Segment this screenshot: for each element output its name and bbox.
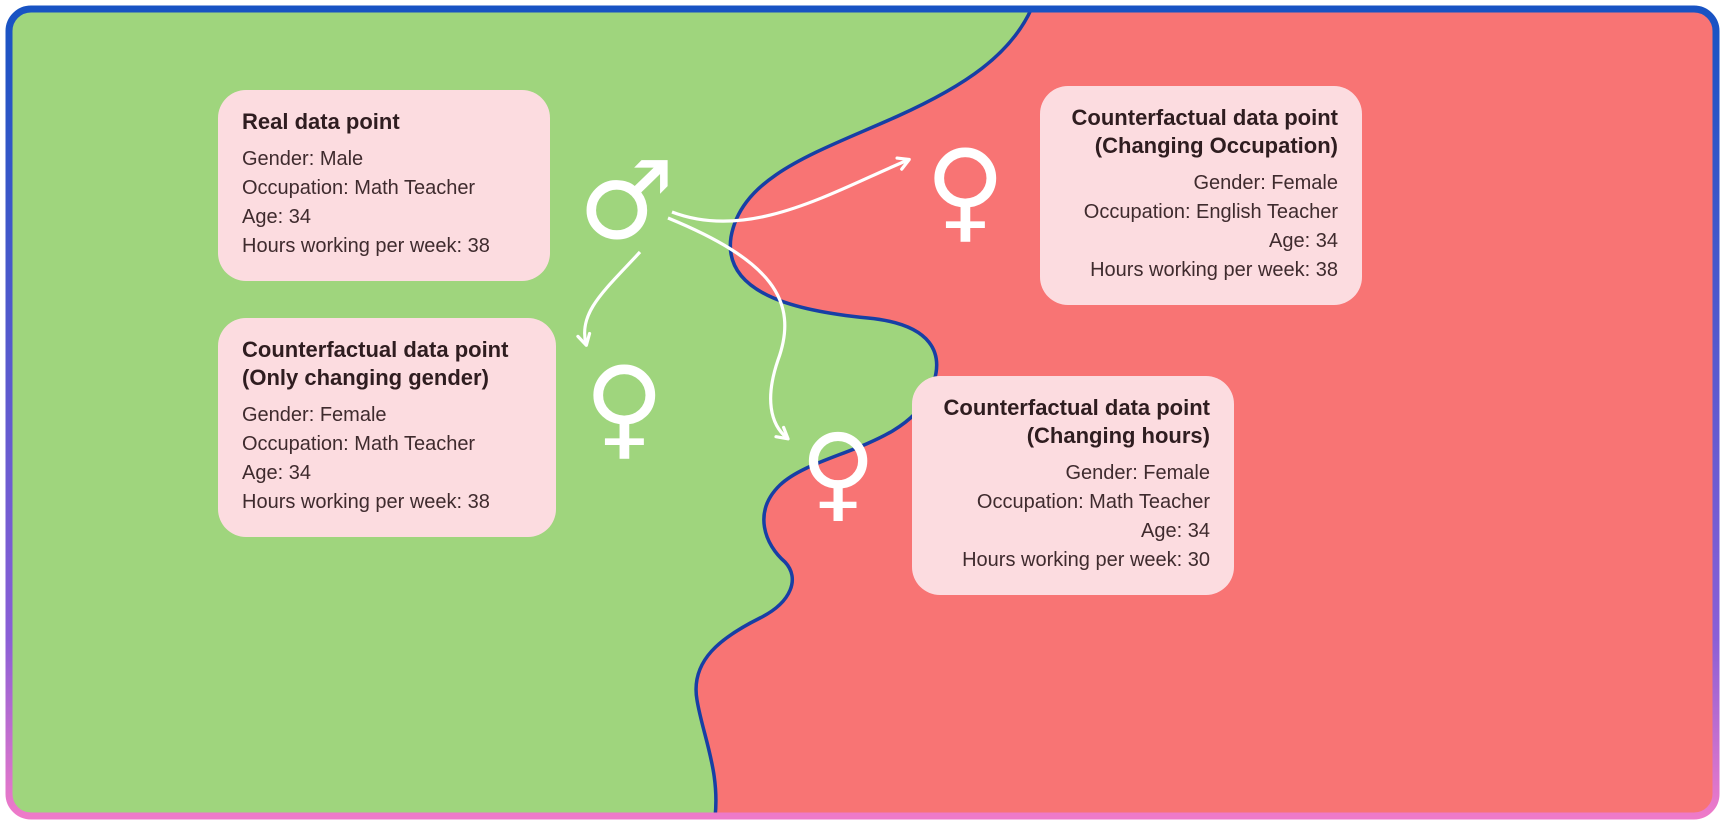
female-icon: ♀	[800, 411, 877, 533]
card-title: Counterfactual data point (Changing hour…	[943, 395, 1210, 449]
card-counterfactual-hours: Counterfactual data point (Changing hour…	[912, 376, 1234, 596]
card-field-occupation: Occupation: Math Teacher	[242, 433, 476, 456]
card-field-age: Age: 34	[242, 206, 311, 229]
card-real-data-point: Real data point Gender: Male Occupation:…	[218, 90, 550, 282]
arrow-to-occupation-counterfactual	[671, 156, 911, 223]
card-field-gender: Gender: Female	[242, 404, 387, 427]
card-field-hours: Hours working per week: 30	[962, 549, 1210, 572]
arrow-to-hours-counterfactual	[667, 216, 790, 441]
card-field-gender: Gender: Male	[242, 148, 364, 171]
female-icon: ♀	[584, 343, 665, 471]
card-field-hours: Hours working per week: 38	[242, 491, 490, 514]
arrow-to-gender-counterfactual	[576, 250, 642, 347]
card-field-occupation: Occupation: Math Teacher	[976, 491, 1210, 514]
card-counterfactual-occupation: Counterfactual data point (Changing Occu…	[1040, 86, 1362, 306]
card-field-hours: Hours working per week: 38	[1090, 259, 1338, 282]
card-field-occupation: Occupation: Math Teacher	[242, 177, 476, 200]
card-title: Counterfactual data point (Changing Occu…	[1071, 105, 1338, 159]
card-field-gender: Gender: Female	[1193, 172, 1338, 195]
card-field-occupation: Occupation: English Teacher	[1083, 201, 1338, 224]
card-field-age: Age: 34	[1269, 230, 1338, 253]
card-counterfactual-gender: Counterfactual data point (Only changing…	[218, 318, 556, 538]
card-field-age: Age: 34	[1141, 520, 1210, 543]
card-field-hours: Hours working per week: 38	[242, 235, 490, 258]
frame-border	[5, 5, 1720, 820]
male-icon: ♂	[578, 139, 675, 264]
card-field-gender: Gender: Female	[1065, 462, 1210, 485]
card-field-age: Age: 34	[242, 462, 311, 485]
card-title: Counterfactual data point (Only changing…	[242, 337, 509, 391]
card-title: Real data point	[242, 109, 400, 134]
female-icon: ♀	[925, 126, 1006, 254]
